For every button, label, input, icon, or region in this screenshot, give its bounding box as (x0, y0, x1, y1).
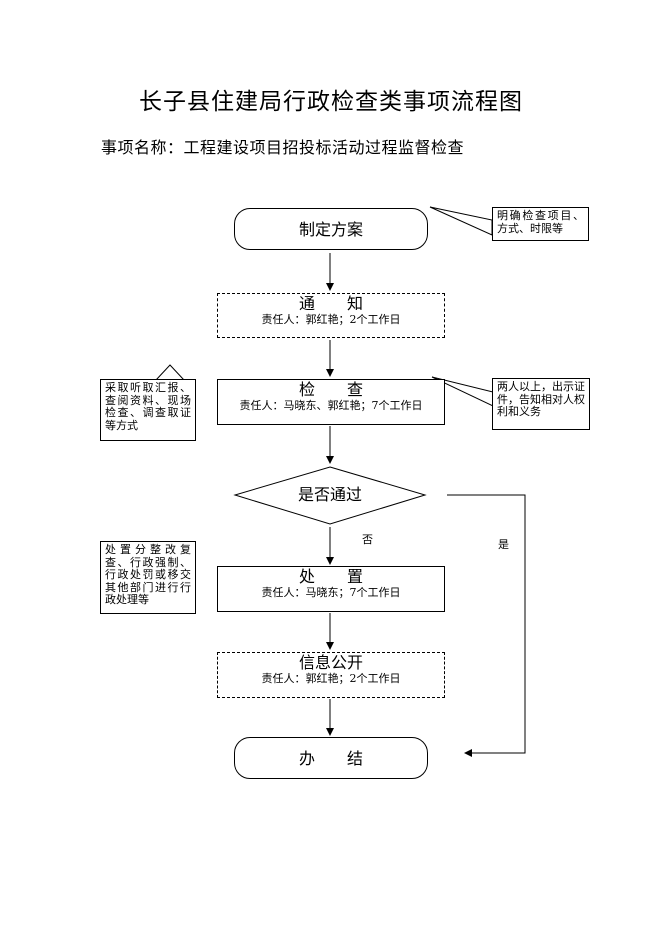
node-inspect: 检 查 责任人：马晓东、郭红艳；7个工作日 (217, 379, 445, 425)
node-disclose-label: 信息公开 (298, 653, 363, 672)
note-plan: 明确检查项目、方式、时限等 (492, 207, 589, 241)
node-finish-label: 办 结 (298, 749, 363, 768)
node-disclose: 信息公开 责任人：郭红艳；2个工作日 (217, 652, 445, 698)
page-title: 长子县住建局行政检查类事项流程图 (139, 89, 523, 115)
edge-label-yes: 是 (498, 538, 509, 551)
node-notice-responsible: 责任人：郭红艳；2个工作日 (261, 313, 401, 326)
note-inspect-left: 采取听取汇报、查阅资料、现场检查、调查取证等方式 (100, 379, 196, 441)
callout-plan-pointer (429, 206, 493, 236)
node-finish: 办 结 (234, 737, 428, 779)
node-plan: 制定方案 (234, 208, 428, 250)
node-inspect-responsible: 责任人：马晓东、郭红艳；7个工作日 (239, 399, 423, 412)
node-decision-label: 是否通过 (297, 485, 362, 504)
decision-diamond (233, 466, 427, 525)
arrow-yes-branch (447, 494, 526, 757)
note-handle: 处置分整改复查、行政强制、行政处罚或移交其他部门进行行政处理等 (100, 541, 196, 614)
note-inspect-right: 两人以上，出示证件，告知相对人权利和义务 (492, 378, 590, 430)
node-handle-label: 处 置 (298, 567, 363, 586)
node-inspect-label: 检 查 (298, 380, 363, 399)
node-notice-label: 通 知 (298, 294, 363, 313)
node-handle-responsible: 责任人：马晓东；7个工作日 (261, 586, 401, 599)
node-notice: 通 知 责任人：郭红艳；2个工作日 (217, 293, 445, 338)
node-disclose-responsible: 责任人：郭红艳；2个工作日 (261, 672, 401, 685)
callout-inspect-left-pointer (155, 364, 185, 381)
node-plan-label: 制定方案 (298, 220, 363, 239)
item-name: 事项名称：工程建设项目招投标活动过程监督检查 (101, 138, 465, 157)
node-handle: 处 置 责任人：马晓东；7个工作日 (217, 566, 445, 612)
edge-label-no: 否 (362, 533, 373, 546)
